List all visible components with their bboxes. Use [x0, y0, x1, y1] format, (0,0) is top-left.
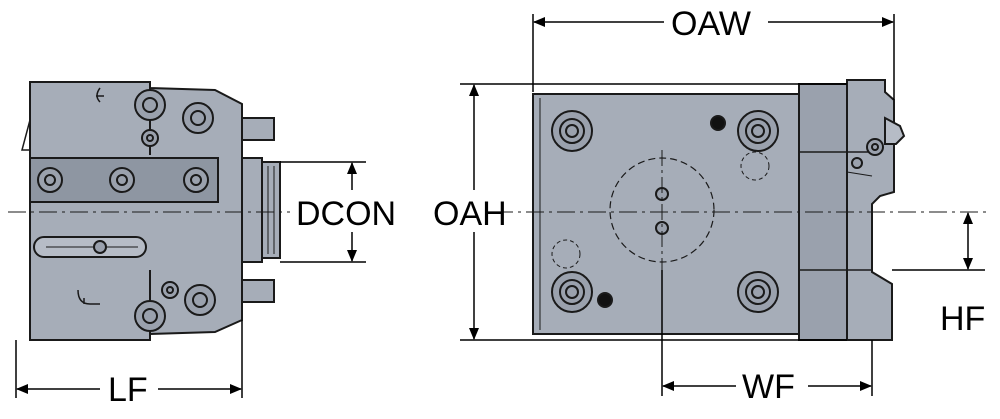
oah-dimension [460, 83, 847, 341]
front-view [495, 79, 990, 341]
front-head-line-3 [846, 171, 873, 177]
side-stud-top [241, 117, 275, 141]
oaw-dimension [532, 14, 895, 100]
side-view [8, 81, 290, 341]
wf-label: WF [742, 368, 795, 406]
front-hidden-hole-1 [740, 151, 770, 181]
side-shank [241, 157, 263, 263]
oah-label: OAH [433, 195, 507, 233]
front-dark-hole-1 [710, 115, 726, 131]
dcon-label: DCON [296, 195, 396, 233]
side-screws [37, 89, 216, 332]
coolant-symbol-top [96, 87, 104, 103]
lf-label: LF [108, 371, 148, 409]
hf-dimension [892, 212, 985, 271]
side-notch [21, 119, 31, 151]
front-holes [551, 110, 884, 313]
front-hidden-hole-2 [551, 239, 581, 269]
coolant-symbol-bottom [77, 289, 100, 305]
dcon-dimension [280, 161, 366, 263]
front-nose [884, 116, 906, 145]
wf-dimension [661, 270, 873, 396]
hf-label: HF [940, 300, 985, 338]
front-dark-hole-2 [597, 292, 613, 308]
oaw-label: OAW [671, 5, 751, 43]
lf-dimension [15, 320, 243, 398]
side-coupling [261, 161, 281, 259]
side-stud-bottom [241, 279, 275, 303]
